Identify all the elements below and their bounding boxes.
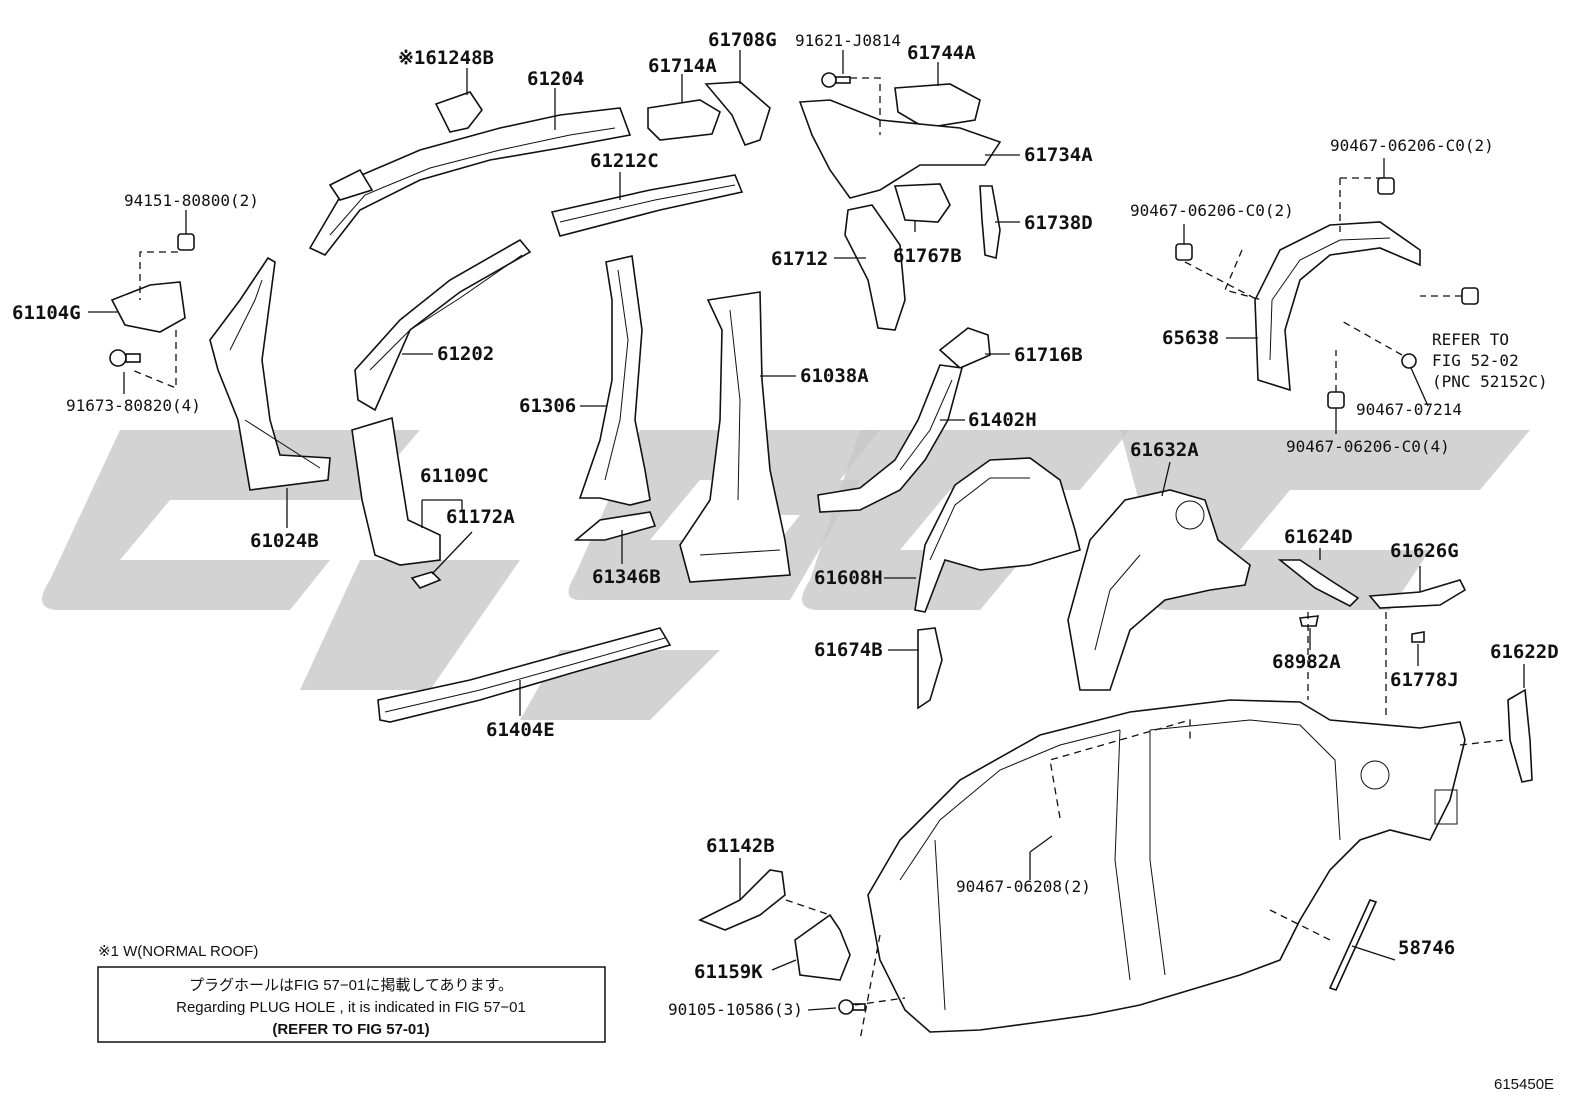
part-61716B-shape <box>938 327 991 369</box>
label-90467-07214[interactable]: 90467-07214 <box>1356 400 1462 419</box>
figure-code: 615450E <box>1494 1076 1554 1093</box>
nut-90467-c02-left-shape <box>1175 243 1193 261</box>
label-61734A[interactable]: 61734A <box>1024 144 1093 166</box>
label-90467-06208[interactable]: 90467-06208(2) <box>956 877 1091 896</box>
nut-94151-shape <box>177 233 195 251</box>
label-61142B[interactable]: 61142B <box>706 835 775 857</box>
part-61142B-shape <box>698 869 786 931</box>
part-61346B-shape <box>573 511 657 541</box>
footnote-normal-roof: ※1 W(NORMAL ROOF) <box>98 943 258 960</box>
part-61202-shape <box>354 238 532 412</box>
bolt-91621-shape <box>821 72 851 88</box>
label-61404E[interactable]: 61404E <box>486 719 555 741</box>
label-61622D[interactable]: 61622D <box>1490 641 1559 663</box>
refer-line-3[interactable]: (PNC 52152C) <box>1432 372 1548 391</box>
part-61632A-shape <box>1067 489 1251 691</box>
bolt-90105-shape <box>838 999 866 1015</box>
label-61716B[interactable]: 61716B <box>1014 344 1083 366</box>
part-61159K-shape <box>794 913 851 981</box>
label-61159K[interactable]: 61159K <box>694 961 763 983</box>
label-61632A[interactable]: 61632A <box>1130 439 1199 461</box>
label-61024B[interactable]: 61024B <box>250 530 319 552</box>
part-61778J-shape <box>1411 631 1425 643</box>
label-61714A[interactable]: 61714A <box>648 55 717 77</box>
bolt-91673-shape <box>109 349 141 367</box>
label-90467-06206-C0-2-top[interactable]: 90467-06206-C0(2) <box>1330 136 1494 155</box>
nut-90467-c04-shape <box>1327 391 1345 409</box>
part-61109C-shape <box>351 416 441 566</box>
label-94151-80800[interactable]: 94151-80800(2) <box>124 191 259 210</box>
label-61402H[interactable]: 61402H <box>968 409 1037 431</box>
note-line-refer[interactable]: (REFER TO FIG 57-01) <box>272 1021 429 1038</box>
part-61608H-shape <box>914 457 1081 613</box>
part-labels: ※161248B 61204 61714A 61708G 91621-J0814… <box>12 29 1559 1019</box>
plug-hole-note-box <box>97 966 606 1043</box>
label-61172A[interactable]: 61172A <box>446 506 515 528</box>
part-61624D-shape <box>1277 559 1360 607</box>
notes-area: ※1 W(NORMAL ROOF) プラグホールはFIG 57−01に掲載してあ… <box>97 943 606 1043</box>
label-65638[interactable]: 65638 <box>1162 327 1219 349</box>
note-line-japanese: プラグホールはFIG 57−01に掲載してあります。 <box>189 977 513 994</box>
part-61738D-shape <box>979 185 1001 260</box>
label-61608H[interactable]: 61608H <box>814 567 883 589</box>
nut-right-liner-shape <box>1461 287 1479 305</box>
part-61622D-shape <box>1507 688 1533 783</box>
label-61109C[interactable]: 61109C <box>420 465 489 487</box>
label-61248B[interactable]: ※161248B <box>398 47 494 69</box>
part-61404E-shape <box>377 627 672 723</box>
clip-90467-07214-shape <box>1401 353 1417 369</box>
label-61346B[interactable]: 61346B <box>592 566 661 588</box>
part-65638-shape <box>1254 221 1421 392</box>
label-90105-10586[interactable]: 90105-10586(3) <box>668 1000 803 1019</box>
label-90467-06206-C0-4[interactable]: 90467-06206-C0(4) <box>1286 437 1450 456</box>
label-61212C[interactable]: 61212C <box>590 150 659 172</box>
label-61624D[interactable]: 61624D <box>1284 526 1353 548</box>
label-61744A[interactable]: 61744A <box>907 42 976 64</box>
label-61626G[interactable]: 61626G <box>1390 540 1459 562</box>
part-61714A-shape <box>647 99 721 141</box>
label-61708G[interactable]: 61708G <box>708 29 777 51</box>
label-61674B[interactable]: 61674B <box>814 639 883 661</box>
label-91621-J0814[interactable]: 91621-J0814 <box>795 31 901 50</box>
label-61202[interactable]: 61202 <box>437 343 494 365</box>
note-line-english: Regarding PLUG HOLE , it is indicated in… <box>176 999 526 1016</box>
label-61306[interactable]: 61306 <box>519 395 576 417</box>
label-58746[interactable]: 58746 <box>1398 937 1455 959</box>
label-91673-80820[interactable]: 91673-80820(4) <box>66 396 201 415</box>
part-61674B-shape <box>917 627 943 710</box>
part-61024B-shape <box>209 256 331 491</box>
part-68982A-shape <box>1299 615 1319 627</box>
dashed-reference-lines <box>131 77 1506 1041</box>
part-61306-shape <box>578 255 651 506</box>
part-58746-shape <box>1328 899 1378 991</box>
label-61712[interactable]: 61712 <box>771 248 828 270</box>
part-61204-shape <box>308 107 632 256</box>
label-61778J[interactable]: 61778J <box>1390 669 1459 691</box>
part-61767B-shape <box>893 183 951 223</box>
label-61767B[interactable]: 61767B <box>893 245 962 267</box>
refer-line-1: REFER TO <box>1432 330 1509 349</box>
label-61038A[interactable]: 61038A <box>800 365 869 387</box>
label-90467-06206-C0-2-left[interactable]: 90467-06206-C0(2) <box>1130 201 1294 220</box>
part-61104G-shape <box>110 281 186 333</box>
nut-90467-c02-right-shape <box>1377 177 1395 195</box>
part-61744A-shape <box>894 83 981 129</box>
label-61104G[interactable]: 61104G <box>12 302 81 324</box>
part-61734A-shape <box>798 99 1002 199</box>
leader-lines <box>88 50 1525 1011</box>
refer-line-2[interactable]: FIG 52-02 <box>1432 351 1519 370</box>
part-61172A-shape <box>410 571 442 589</box>
part-61402H-shape <box>817 364 964 513</box>
part-61712-shape <box>844 204 906 331</box>
label-68982A[interactable]: 68982A <box>1272 651 1341 673</box>
part-61038A-shape <box>679 291 791 583</box>
label-61204[interactable]: 61204 <box>527 68 584 90</box>
body-side-outer-panel <box>867 699 1466 1033</box>
part-61248B-shape <box>434 91 483 133</box>
part-61212C-shape <box>550 174 744 237</box>
label-61738D[interactable]: 61738D <box>1024 212 1093 234</box>
